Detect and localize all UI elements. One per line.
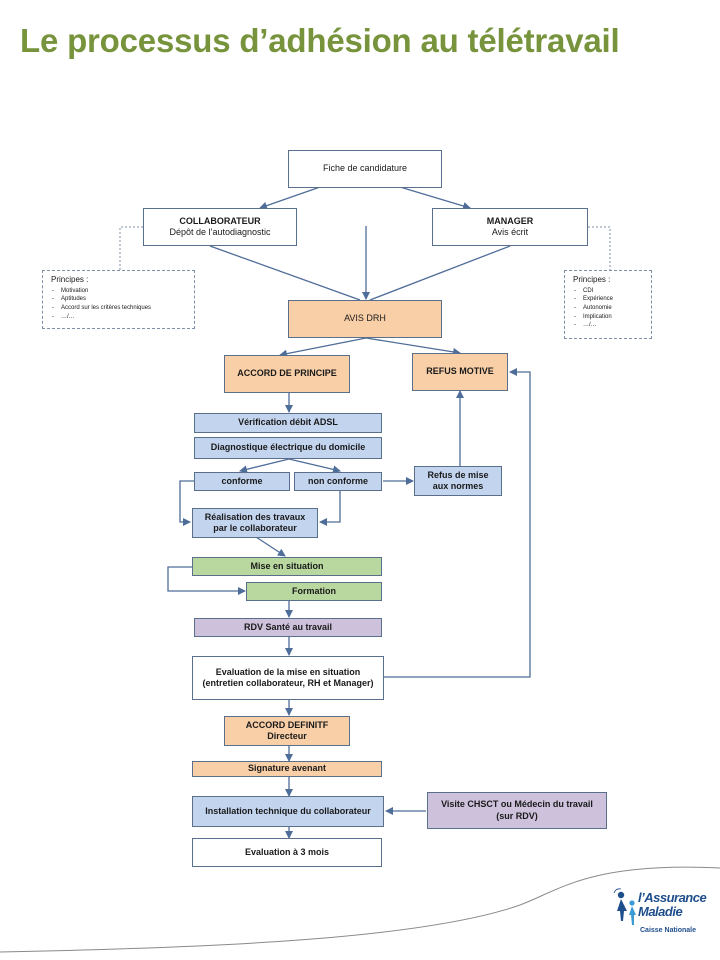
arrow-fiche-collab xyxy=(259,186,321,210)
diagnostique-electrique-label: Diagnostique électrique du domicile xyxy=(210,442,366,453)
principes-right-item: Implication xyxy=(574,313,643,322)
collaborateur-box: COLLABORATEUR Dépôt de l’autodiagnostic xyxy=(143,208,297,246)
logo-line2: Maladie xyxy=(638,903,683,919)
visite-chsct-label: Visite CHSCT ou Médecin du travail (sur … xyxy=(441,799,593,821)
verification-adsl-box: Vérification débit ADSL xyxy=(194,413,382,433)
principes-left-title: Principes : xyxy=(51,275,89,284)
logo-line1: l’Assurance xyxy=(638,890,707,905)
diagnostique-electrique-box: Diagnostique électrique du domicile xyxy=(194,437,382,459)
assurance-maladie-logo: l’Assurance Maladie Caisse Nationale xyxy=(612,883,712,943)
avis-drh-box: AVIS DRH xyxy=(288,300,442,338)
rdv-sante-box: RDV Santé au travail xyxy=(194,618,382,637)
arrow-diag-conforme xyxy=(239,458,290,474)
mise-en-situation-label: Mise en situation xyxy=(250,560,324,571)
loop-eval-refus xyxy=(383,368,531,678)
page-title: Le processus d’adhésion au télétravail xyxy=(20,22,620,59)
principes-left-item: Aptitudes xyxy=(52,295,186,304)
logo-subtitle: Caisse Nationale xyxy=(640,927,697,934)
logo-wordmark: l’Assurance Maladie xyxy=(638,890,707,919)
rdv-sante-label: RDV Santé au travail xyxy=(243,621,333,632)
verification-adsl-label: Vérification débit ADSL xyxy=(238,417,338,428)
principes-left-item: Accord sur les critères techniques xyxy=(52,304,186,313)
collaborateur-subtitle: Dépôt de l’autodiagnostic xyxy=(169,227,271,237)
arrow-drh-refus xyxy=(365,337,461,356)
decorative-swoosh xyxy=(0,866,720,953)
loop-mise-formation xyxy=(167,566,246,595)
evaluation-3-mois-box: Evaluation à 3 mois xyxy=(192,838,382,867)
evaluation-3-mois-label: Evaluation à 3 mois xyxy=(244,846,330,857)
line-manager-drh xyxy=(369,245,511,301)
avis-drh-label: AVIS DRH xyxy=(344,313,386,324)
arrow-drh-accord xyxy=(279,337,367,358)
signature-avenant-label: Signature avenant xyxy=(247,763,327,774)
accord-definitif-title: ACCORD DEFINITF xyxy=(245,719,329,730)
arrow-fiche-manager xyxy=(399,186,471,210)
refus-motive-label: REFUS MOTIVE xyxy=(426,366,494,377)
non-conforme-label: non conforme xyxy=(308,475,368,486)
formation-label: Formation xyxy=(292,585,336,596)
accord-principe-label: ACCORD DE PRINCIPE xyxy=(237,368,337,379)
dotted-manager-principes xyxy=(588,226,611,270)
principes-right-item: Expérience xyxy=(574,295,643,304)
arrow-diag-nonconforme xyxy=(288,458,341,474)
non-conforme-box: non conforme xyxy=(294,472,382,491)
conforme-box: conforme xyxy=(194,472,290,491)
accord-principe-box: ACCORD DE PRINCIPE xyxy=(224,355,350,393)
evaluation-mise-situation-box: Evaluation de la mise en situation (entr… xyxy=(192,656,384,700)
fiche-candidature-label: Fiche de candidature xyxy=(322,163,408,174)
realisation-travaux-label: Réalisation des travaux par le collabora… xyxy=(204,511,306,533)
collaborateur-title: COLLABORATEUR xyxy=(179,215,261,226)
refus-mise-aux-normes-box: Refus de mise aux normes xyxy=(414,466,502,496)
accord-definitif-box: ACCORD DEFINITF Directeur xyxy=(224,716,350,746)
mise-en-situation-box: Mise en situation xyxy=(192,557,382,576)
manager-box: MANAGER Avis écrit xyxy=(432,208,588,246)
principes-right-list: CDI Expérience Autonomie Implication …/… xyxy=(573,287,643,330)
principes-right-box: Principes : CDI Expérience Autonomie Imp… xyxy=(564,270,652,339)
installation-technique-box: Installation technique du collaborateur xyxy=(192,796,384,827)
fiche-candidature-box: Fiche de candidature xyxy=(288,150,442,188)
manager-subtitle: Avis écrit xyxy=(491,227,529,237)
visite-chsct-box: Visite CHSCT ou Médecin du travail (sur … xyxy=(427,792,607,829)
principes-right-item: Autonomie xyxy=(574,304,643,313)
principes-left-list: Motivation Aptitudes Accord sur les crit… xyxy=(51,287,186,322)
formation-box: Formation xyxy=(246,582,382,601)
logo-figures-icon xyxy=(613,888,636,925)
signature-avenant-box: Signature avenant xyxy=(192,761,382,777)
principes-right-item: CDI xyxy=(574,287,643,296)
arrow-realisation-mise xyxy=(255,536,286,557)
principes-left-box: Principes : Motivation Aptitudes Accord … xyxy=(42,270,195,329)
principes-left-item: …/… xyxy=(52,313,186,322)
loop-conforme xyxy=(179,480,194,526)
evaluation-mise-situation-label: Evaluation de la mise en situation (entr… xyxy=(202,666,374,688)
principes-right-item: …/… xyxy=(574,321,643,330)
refus-mise-aux-normes-label: Refus de mise aux normes xyxy=(427,469,489,491)
dotted-collab-principes xyxy=(119,226,143,270)
refus-motive-box: REFUS MOTIVE xyxy=(412,353,508,391)
conforme-label: conforme xyxy=(221,475,263,486)
manager-title: MANAGER xyxy=(486,215,534,226)
principes-left-item: Motivation xyxy=(52,287,186,296)
realisation-travaux-box: Réalisation des travaux par le collabora… xyxy=(192,508,318,538)
accord-definitif-subtitle: Directeur xyxy=(267,731,307,741)
installation-technique-label: Installation technique du collaborateur xyxy=(205,805,371,816)
principes-right-title: Principes : xyxy=(573,275,611,284)
line-collab-drh xyxy=(209,245,361,301)
line-nonconf-realisation xyxy=(319,490,341,526)
